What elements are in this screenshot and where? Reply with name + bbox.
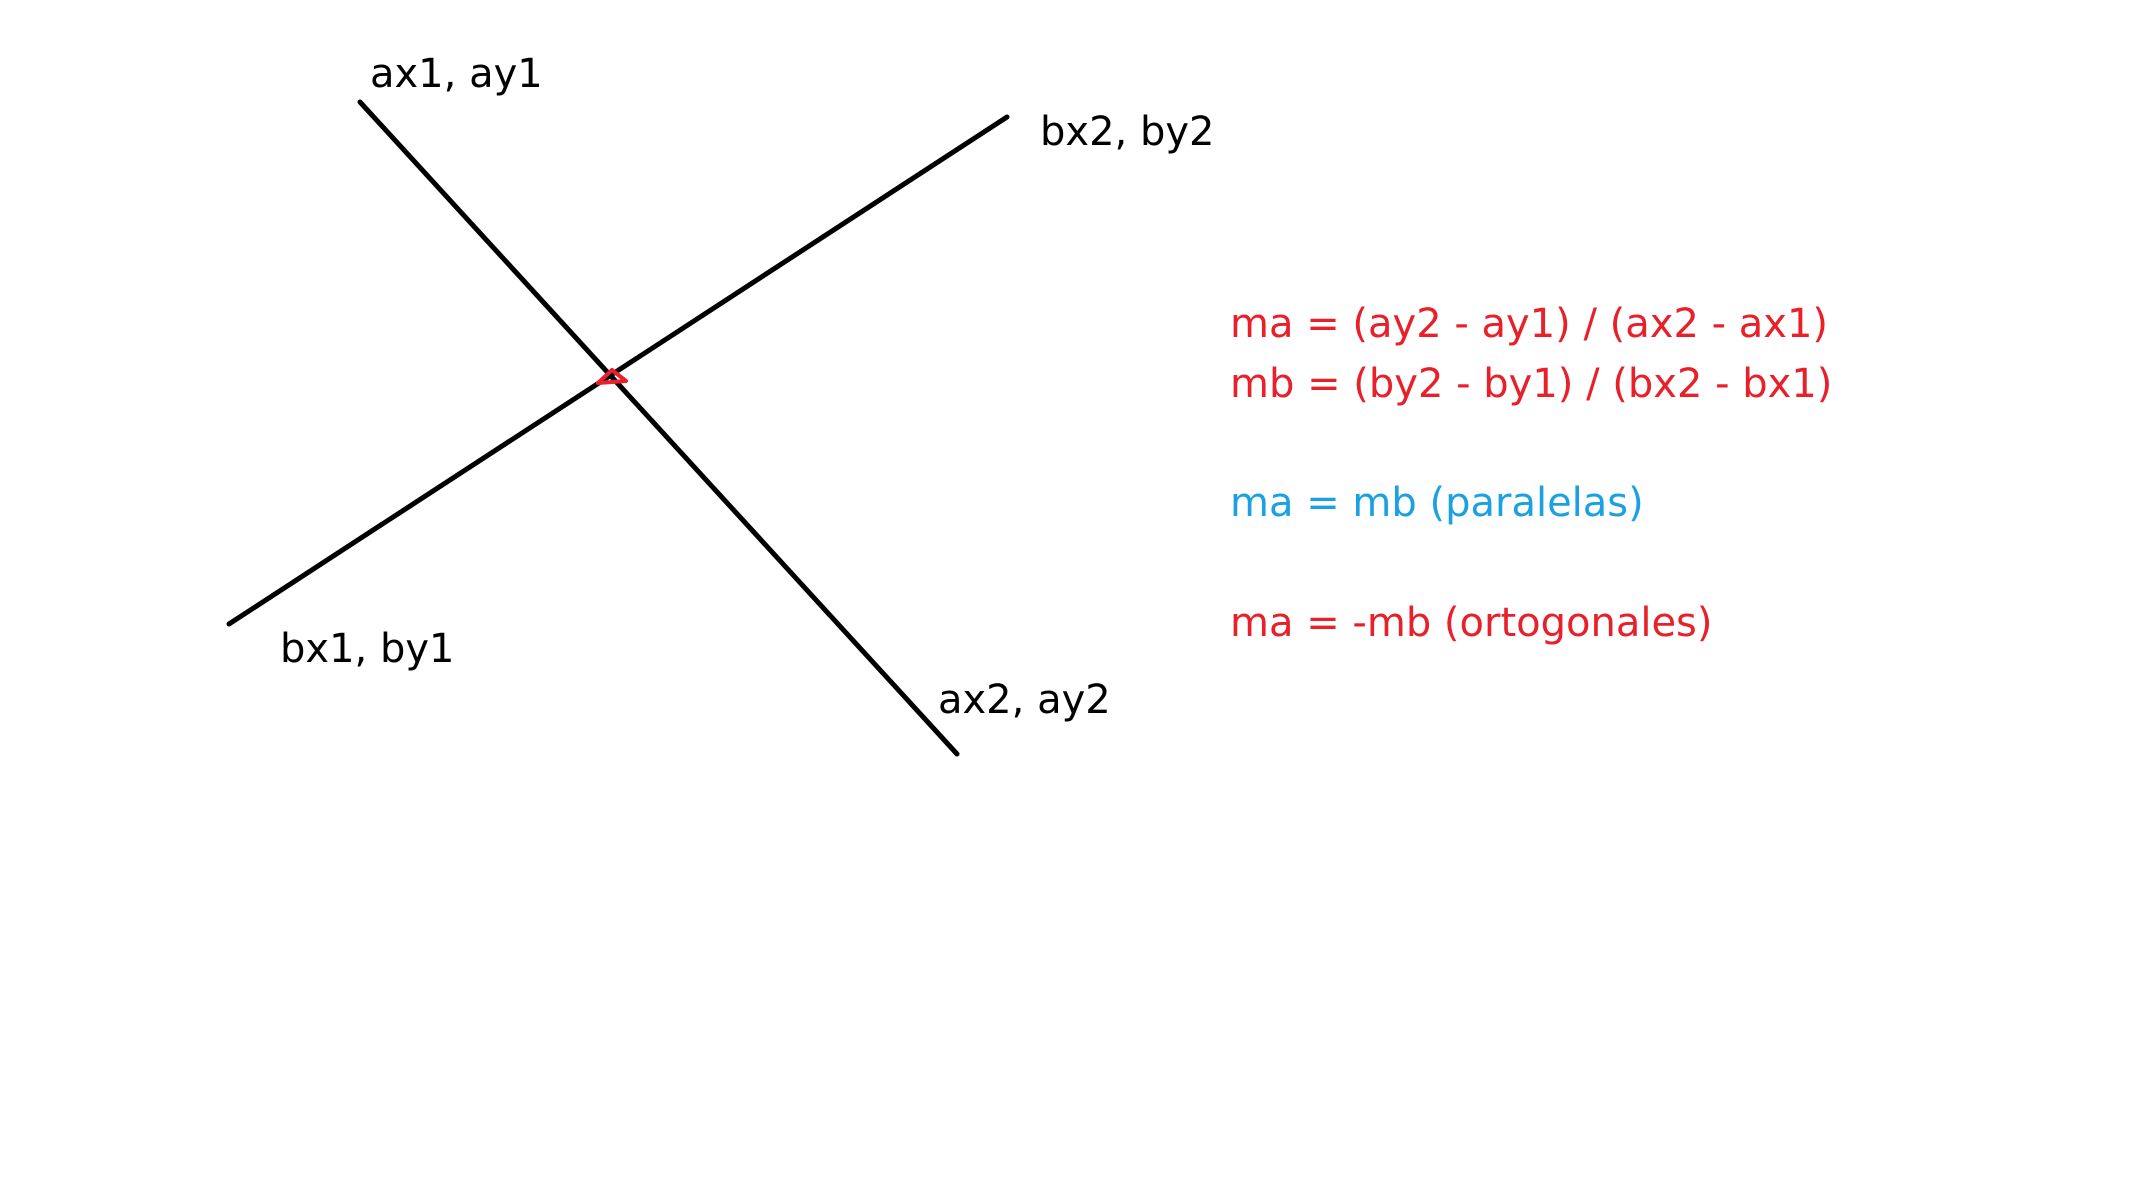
label-b2: bx2, by2 <box>1040 109 1214 155</box>
label-a2: ax2, ay2 <box>938 677 1111 723</box>
equation-parallel: ma = mb (paralelas) <box>1230 480 1644 526</box>
line-a <box>357 99 960 757</box>
line-b <box>226 114 1010 627</box>
equation-orthogonal: ma = -mb (ortogonales) <box>1230 600 1713 646</box>
label-b1: bx1, by1 <box>280 626 454 672</box>
equation-slope-b: mb = (by2 - by1) / (bx2 - bx1) <box>1230 361 1832 407</box>
equation-slope-a: ma = (ay2 - ay1) / (ax2 - ax1) <box>1230 301 1828 347</box>
label-a1: ax1, ay1 <box>370 51 543 97</box>
intersection-angle-mark <box>596 368 628 385</box>
